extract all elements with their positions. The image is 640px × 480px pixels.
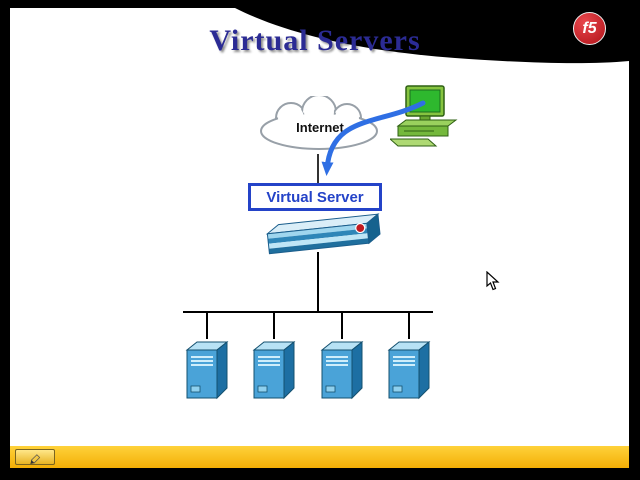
connector-line (273, 313, 276, 339)
server-icon (252, 340, 296, 400)
request-arrow-icon (321, 100, 426, 176)
f5-logo: f5 (573, 12, 606, 45)
server-icon (185, 340, 229, 400)
virtual-server-label: Virtual Server (266, 188, 364, 206)
virtual-server-box: Virtual Server (248, 183, 382, 211)
server-icon (320, 340, 364, 400)
server-node (385, 313, 433, 406)
connector-line (206, 313, 208, 339)
connector-line-cloud-to-virtual-server (317, 154, 319, 183)
connector-line-appliance-to-bus (317, 252, 319, 311)
server-node (250, 313, 298, 406)
slide-canvas[interactable]: Virtual Servers f5 Internet (10, 8, 629, 446)
server-node (183, 313, 231, 406)
server-icon (387, 340, 431, 400)
internet-cloud-icon (260, 96, 378, 150)
corner-swoosh-decoration (235, 8, 629, 64)
connector-line (340, 313, 343, 339)
pen-tool-button[interactable] (15, 449, 55, 465)
connector-line (407, 313, 410, 339)
pencil-icon (30, 453, 41, 464)
slideshow-toolbar (10, 446, 629, 468)
server-node (318, 313, 366, 406)
mouse-cursor-icon (486, 271, 500, 291)
server-row (183, 311, 433, 406)
slide-title: Virtual Servers (209, 24, 421, 57)
internet-label: Internet (296, 120, 344, 135)
f5-logo-text: f5 (582, 19, 597, 37)
bigip-appliance-icon (265, 213, 381, 255)
